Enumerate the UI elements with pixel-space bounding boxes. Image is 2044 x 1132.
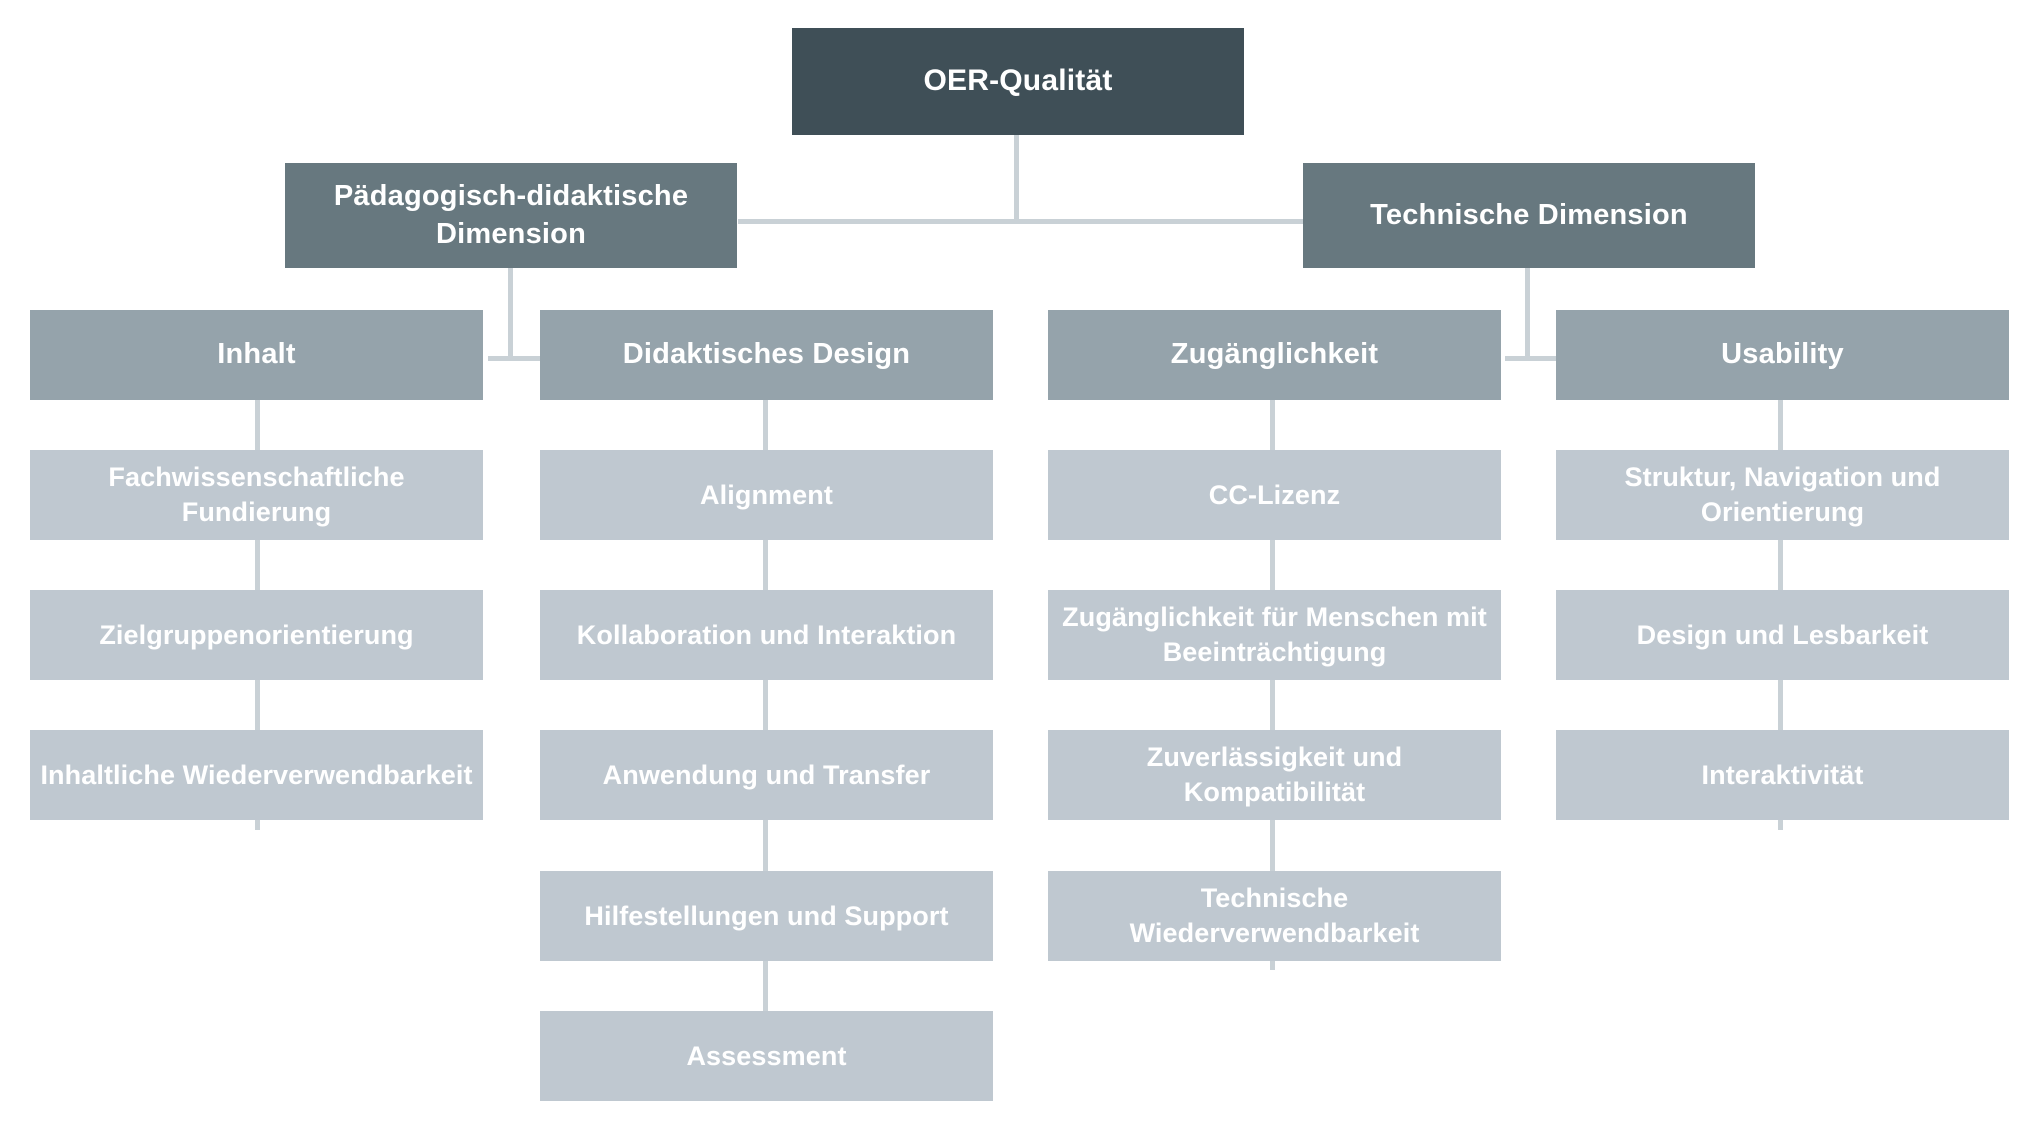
node-leaf-dd-2-label: Anwendung und Transfer (602, 759, 931, 790)
node-dimension-paedagogisch-didaktische[interactable]: Pädagogisch-didaktische Dimension (285, 163, 737, 268)
node-leaf-us-0-label: Struktur, Navigation und Orientierung (1624, 462, 1941, 527)
node-leaf-us-1-label: Design und Lesbarkeit (1636, 619, 1929, 650)
node-root-oer-qualitaet[interactable]: OER-Qualität (792, 28, 1244, 135)
node-category-inhalt[interactable]: Inhalt (30, 310, 483, 400)
node-category-didaktisches-design[interactable]: Didaktisches Design (540, 310, 993, 400)
node-category-zugaenglichkeit[interactable]: Zugänglichkeit (1048, 310, 1501, 400)
node-root-label: OER-Qualität (923, 64, 1113, 98)
node-category-0-label: Inhalt (217, 338, 296, 371)
node-dimension-1-label: Technische Dimension (1370, 198, 1688, 231)
node-leaf-assessment[interactable]: Assessment (540, 1011, 993, 1101)
node-leaf-inhalt-1-label: Zielgruppenorientierung (99, 619, 414, 650)
node-leaf-technische-wiederverwendbarkeit[interactable]: Technische Wiederverwendbarkeit (1048, 871, 1501, 961)
connector-paed-bus (488, 356, 546, 361)
node-leaf-dd-4-label: Assessment (686, 1040, 847, 1071)
node-leaf-zuverlaessigkeit-und-kompatibilitaet[interactable]: Zuverlässigkeit und Kompatibilität (1048, 730, 1501, 820)
node-leaf-zg-2-label: Zuverlässigkeit und Kompatibilität (1146, 742, 1403, 807)
node-leaf-cc-lizenz[interactable]: CC-Lizenz (1048, 450, 1501, 540)
connector-paed-stem (508, 268, 513, 360)
node-leaf-struktur-navigation-und-orientierung[interactable]: Struktur, Navigation und Orientierung (1556, 450, 2009, 540)
node-category-2-label: Zugänglichkeit (1170, 338, 1379, 371)
node-leaf-anwendung-und-transfer[interactable]: Anwendung und Transfer (540, 730, 993, 820)
node-leaf-zg-1-label: Zugänglichkeit für Menschen mit Beeinträ… (1062, 602, 1487, 667)
node-leaf-inhalt-2-label: Inhaltliche Wiederverwendbarkeit (40, 759, 473, 790)
node-leaf-inhalt-0-label: Fachwissenschaftliche Fundierung (108, 462, 405, 527)
connector-level2-bus (738, 219, 1308, 224)
node-category-usability[interactable]: Usability (1556, 310, 2009, 400)
node-leaf-alignment[interactable]: Alignment (540, 450, 993, 540)
node-leaf-dd-0-label: Alignment (700, 479, 833, 510)
node-leaf-dd-1-label: Kollaboration und Interaktion (576, 619, 957, 650)
node-dimension-0-label: Pädagogisch-didaktische Dimension (333, 180, 689, 250)
node-leaf-us-2-label: Interaktivität (1701, 759, 1864, 790)
node-leaf-zg-0-label: CC-Lizenz (1208, 479, 1341, 510)
node-leaf-kollaboration-und-interaktion[interactable]: Kollaboration und Interaktion (540, 590, 993, 680)
connector-spine-zugaenglichkeit (1270, 400, 1275, 970)
node-dimension-technische[interactable]: Technische Dimension (1303, 163, 1755, 268)
node-leaf-zielgruppenorientierung[interactable]: Zielgruppenorientierung (30, 590, 483, 680)
node-leaf-inhaltliche-wiederverwendbarkeit[interactable]: Inhaltliche Wiederverwendbarkeit (30, 730, 483, 820)
node-leaf-fachwissenschaftliche-fundierung[interactable]: Fachwissenschaftliche Fundierung (30, 450, 483, 540)
node-category-3-label: Usability (1721, 338, 1844, 371)
node-leaf-interaktivitaet[interactable]: Interaktivität (1556, 730, 2009, 820)
node-leaf-hilfestellungen-und-support[interactable]: Hilfestellungen und Support (540, 871, 993, 961)
connector-tech-bus (1505, 356, 1563, 361)
node-leaf-zg-3-label: Technische Wiederverwendbarkeit (1129, 883, 1420, 948)
node-leaf-dd-3-label: Hilfestellungen und Support (584, 900, 949, 931)
connector-spine-didaktisches-design (763, 400, 768, 1050)
node-leaf-design-und-lesbarkeit[interactable]: Design und Lesbarkeit (1556, 590, 2009, 680)
node-leaf-zugaenglichkeit-fuer-menschen-mit-beeintraechtigung[interactable]: Zugänglichkeit für Menschen mit Beeinträ… (1048, 590, 1501, 680)
node-category-1-label: Didaktisches Design (622, 338, 911, 371)
connector-root-stem (1014, 135, 1019, 223)
connector-tech-stem (1525, 268, 1530, 360)
